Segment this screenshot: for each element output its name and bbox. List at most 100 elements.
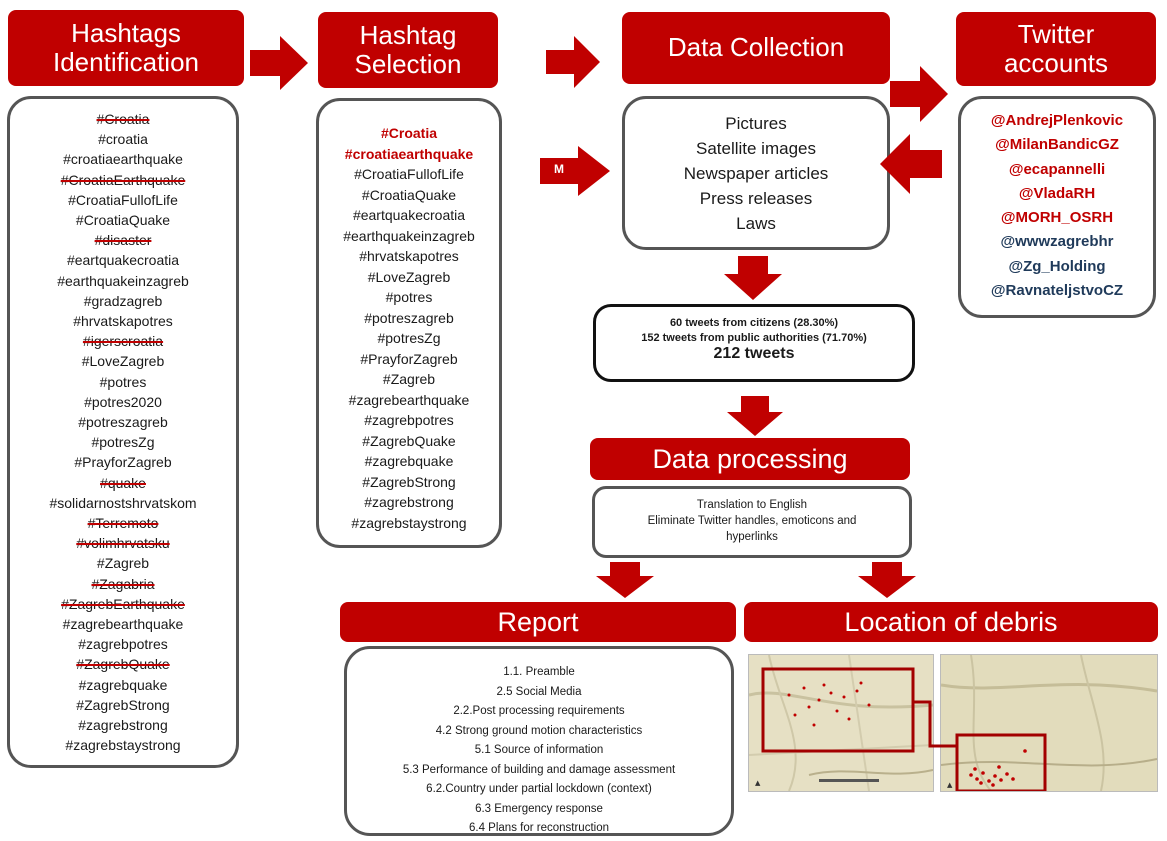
collection-item: Press releases (699, 189, 813, 208)
arrow-m-label: M (554, 162, 564, 176)
arrow-down-1 (724, 256, 782, 300)
hashtag-item: #croatiaearthquake (63, 151, 183, 168)
selected-hashtag-item: #hrvatskapotres (359, 248, 459, 264)
selected-hashtag-item: #croatiaearthquake (344, 145, 474, 162)
hashtag-item: #LoveZagreb (81, 353, 165, 370)
hashtag-item: #CroatiaQuake (75, 212, 171, 229)
collection-item: Pictures (725, 114, 787, 133)
selected-hashtag-item: #Zagreb (382, 371, 436, 387)
hashtag-item: #CroatiaEarthquake (60, 171, 186, 188)
hashtag-item: #zagrebquake (78, 676, 168, 693)
selected-hashtag-item: #LoveZagreb (367, 268, 451, 285)
header-line: Data Collection (667, 32, 845, 63)
hashtag-item: #disaster (94, 232, 152, 249)
arrow-down-report (596, 562, 654, 598)
identification-list: #Croatia#croatia#croatiaearthquake#Croat… (10, 109, 236, 756)
hashtag-item: #zagrebstaystrong (65, 737, 181, 754)
processing-step: Translation to English (696, 499, 808, 511)
selected-hashtag-item: #zagrebpotres (364, 412, 454, 428)
twitter-account-item: @RavnateljstvoCZ (990, 282, 1124, 300)
hashtag-item: #potres (99, 373, 147, 390)
hashtag-item: #earthquakeinzagreb (57, 272, 189, 289)
header-line: accounts (1003, 48, 1109, 78)
hashtag-item: #Zagreb (96, 555, 150, 572)
hashtag-item: #CroatiaFullofLife (68, 191, 178, 208)
map-overview: ▲ (748, 654, 934, 792)
selected-hashtag-item: #Croatia (380, 125, 438, 141)
twitter-account-item: @wwwzagrebhr (1000, 233, 1114, 251)
selected-hashtag-item: #CroatiaQuake (361, 186, 457, 203)
header-line: Selection (354, 49, 462, 79)
hashtag-item: #zagrebearthquake (62, 616, 184, 633)
report-list: 1.1. Preamble 2.5 Social Media 2.2.Post pr… (347, 663, 731, 839)
selected-hashtag-item: #eartquakecroatia (352, 207, 466, 223)
hashtag-item: #zagrebpotres (78, 636, 168, 653)
header-hashtag-selection: Hashtag Selection (318, 12, 498, 88)
report-box: 1.1. Preamble 2.5 Social Media 2.2.Post pr… (344, 646, 734, 836)
hashtag-item: #potreszagreb (78, 414, 168, 431)
arrow-right-3 (890, 66, 948, 122)
header-data-processing: Data processing (590, 438, 910, 480)
header-twitter-accounts: Twitter accounts (956, 12, 1156, 86)
report-section-item: 6.2.Country under partial lockdown (cont… (426, 783, 652, 795)
selected-hashtag-item: #earthquakeinzagreb (343, 227, 475, 244)
arrow-right-1 (250, 36, 308, 90)
header-location-of-debris: Location of debris (744, 602, 1158, 642)
header-line: Twitter (1017, 18, 1095, 49)
selected-hashtag-item: #zagrebquake (364, 453, 454, 469)
report-section-item: 2.5 Social Media (496, 685, 582, 698)
arrow-left-twitter (880, 134, 942, 194)
report-section-item: 5.1 Source of information (474, 744, 604, 756)
header-line: Hashtag (359, 19, 457, 50)
tweets-box: 60 tweets from citizens (28.30%) 152 twe… (593, 304, 915, 382)
header-data-collection: Data Collection (622, 12, 890, 84)
report-section-item: 6.3 Emergency response (475, 802, 603, 815)
tweets-authorities: 152 tweets from public authorities (71.7… (641, 332, 867, 344)
selected-hashtag-item: #potres (385, 289, 433, 305)
map-connector (912, 700, 958, 748)
header-line: Data processing (652, 443, 848, 474)
twitter-account-item: @VladaRH (1018, 184, 1096, 202)
twitter-account-item: @ecapannelli (1008, 160, 1106, 178)
hashtag-item: #volimhrvatsku (76, 535, 170, 552)
header-line: Report (497, 606, 579, 637)
svg-text:▲: ▲ (947, 781, 953, 789)
selected-hashtag-item: #CroatiaFullofLife (354, 166, 464, 182)
processing-box: Translation to English Eliminate Twitter… (592, 486, 912, 558)
hashtag-item: #ZagrebStrong (76, 696, 170, 713)
header-line: Hashtags (71, 17, 181, 48)
hashtag-item: #eartquakecroatia (66, 252, 180, 269)
selected-hashtag-item: #ZagrebStrong (362, 473, 456, 490)
hashtag-item: #potres2020 (84, 393, 162, 410)
map-overview-graphic: ▲ (749, 655, 933, 791)
header-line: Identification (53, 47, 199, 77)
hashtag-item: #zagrebstrong (78, 717, 168, 734)
svg-text:▲: ▲ (755, 779, 761, 787)
report-section-item: 1.1. Preamble (503, 666, 575, 678)
selection-box: #Croatia #croatiaearthquake #CroatiaFullof… (316, 98, 502, 548)
selected-hashtag-item: #zagrebstrong (364, 494, 454, 510)
processing-step: Eliminate Twitter handles, emoticons and (647, 515, 857, 527)
report-section-item: 4.2 Strong ground motion characteristics (435, 724, 643, 737)
hashtag-item: #Terremoto (87, 515, 159, 532)
map-detail: ▲ (940, 654, 1158, 792)
arrow-m (540, 146, 610, 196)
collection-item: Newspaper articles (683, 164, 829, 183)
header-report: Report (340, 602, 736, 642)
twitter-account-item: @Zg_Holding (1008, 257, 1106, 275)
selected-hashtag-item: #potreszagreb (364, 309, 454, 326)
collection-item: Laws (736, 214, 776, 233)
hashtag-item: #Zagabria (91, 575, 155, 592)
header-hashtags-identification: Hashtags Identification (8, 10, 244, 86)
report-section-item: 6.4 Plans for reconstruction (469, 822, 609, 834)
hashtag-item: #Croatia (96, 111, 150, 127)
tweets-citizens: 60 tweets from citizens (28.30%) (669, 317, 839, 329)
hashtag-item: #quake (100, 474, 146, 491)
twitter-account-item: @MilanBandicGZ (995, 136, 1119, 154)
report-section-item: 2.2.Post processing requirements (453, 705, 625, 717)
selection-list: #Croatia #croatiaearthquake #CroatiaFullof… (319, 123, 499, 533)
selected-hashtag-item: #zagrebstaystrong (351, 514, 467, 531)
twitter-list: @AndrejPlenkovic@MilanBandicGZ@ecapannel… (961, 109, 1153, 303)
